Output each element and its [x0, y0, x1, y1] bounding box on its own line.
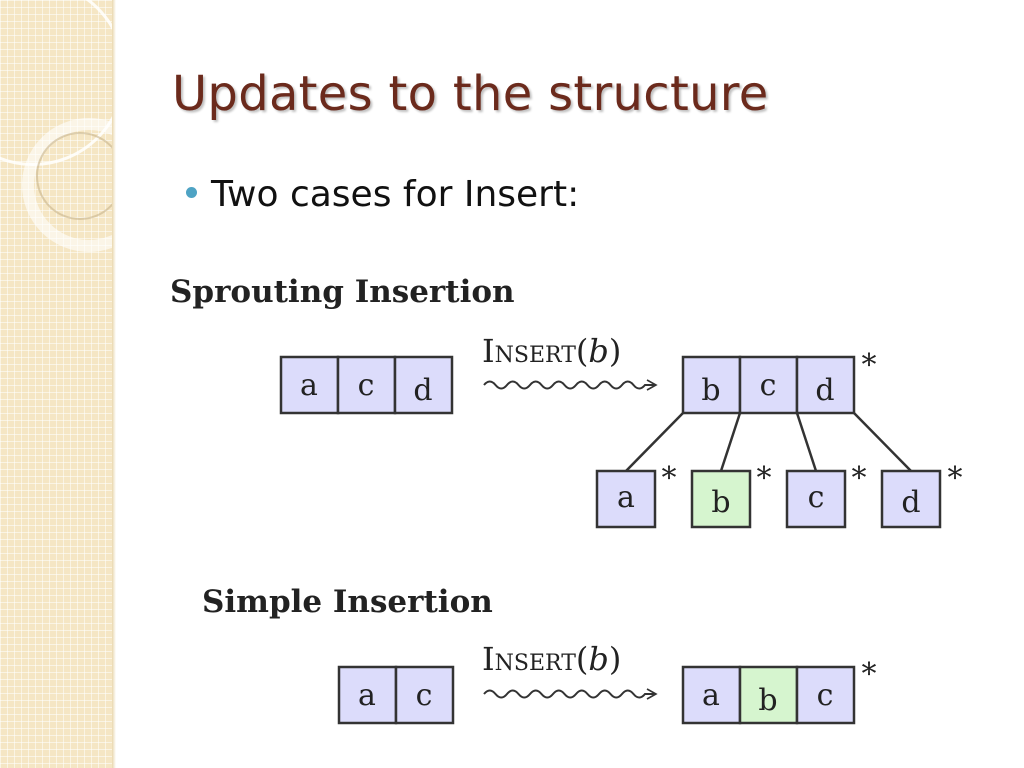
child-label-3: d [901, 485, 920, 520]
slide-title: Updates to the structure [172, 66, 769, 122]
simple-after-marker: * [862, 657, 877, 692]
sprouting-before-cell-2 [393, 355, 454, 415]
simple-op-name: Insert [482, 640, 576, 678]
simple-arrow [483, 688, 658, 700]
simple-before-label-0: a [358, 678, 376, 713]
sprouting-op-arg: b [588, 332, 608, 370]
simple-after-label-1: b [758, 683, 777, 718]
sprouting-after-cell-2 [795, 355, 856, 415]
tree-edge [719, 412, 742, 472]
simple-after-label-0: a [702, 678, 720, 713]
tree-edge [795, 412, 818, 472]
simple-after-cell-2 [795, 665, 856, 725]
sprouting-after-node: b c d * [681, 348, 877, 415]
sprouting-before-cell-0 [279, 355, 340, 415]
simple-before-label-1: c [416, 678, 433, 713]
simple-before-node: a c [337, 665, 455, 725]
simple-after-cell-0 [681, 665, 742, 725]
child-node-b [690, 469, 752, 529]
sprouting-edges [625, 412, 912, 472]
child-node-c [785, 469, 847, 529]
decorative-sidebar [0, 0, 112, 768]
simple-before-cell-0 [337, 665, 398, 725]
sprouting-before-label-1: c [358, 368, 375, 403]
sprouting-heading: Sprouting Insertion [170, 274, 515, 310]
child-marker: * [852, 461, 867, 496]
child-node-d [880, 469, 942, 529]
sidebar-edge [112, 0, 116, 768]
child-label-1: b [711, 485, 730, 520]
sprouting-before-label-2: d [413, 373, 432, 408]
sprouting-after-marker: * [862, 348, 877, 383]
child-marker: * [948, 461, 963, 496]
sprouting-arrow [483, 379, 658, 391]
sprouting-operation-label: Insert(b) [482, 332, 621, 370]
bullet-item: Two cases for Insert: [186, 174, 579, 215]
sprouting-after-label-0: b [701, 373, 720, 408]
sprouting-op-name: Insert [482, 332, 576, 370]
sprouting-after-label-1: c [760, 368, 777, 403]
decorative-ring [36, 132, 112, 220]
child-marker: * [757, 461, 772, 496]
tree-edge [625, 412, 684, 472]
sprouting-after-cell-1 [738, 355, 799, 415]
child-node-a [595, 469, 657, 529]
simple-after-label-2: c [817, 678, 834, 713]
tree-edge [853, 412, 912, 472]
simple-before-cell-1 [394, 665, 455, 725]
sprouting-after-label-2: d [815, 373, 834, 408]
sprouting-before-node: a c d [279, 355, 454, 415]
sprouting-before-label-0: a [300, 368, 318, 403]
child-label-0: a [617, 480, 635, 515]
bullet-dot-icon [186, 186, 197, 198]
simple-heading: Simple Insertion [202, 584, 493, 620]
child-label-2: c [808, 480, 825, 515]
child-marker: * [662, 461, 677, 496]
simple-after-cell-1 [738, 665, 799, 725]
sprouting-before-cell-1 [336, 355, 397, 415]
simple-operation-label: Insert(b) [482, 640, 621, 678]
sprouting-children: a b c d * * * * [595, 461, 963, 529]
bullet-text: Two cases for Insert: [211, 174, 580, 215]
simple-op-arg: b [588, 640, 608, 678]
simple-after-node: a b c * [681, 657, 877, 725]
